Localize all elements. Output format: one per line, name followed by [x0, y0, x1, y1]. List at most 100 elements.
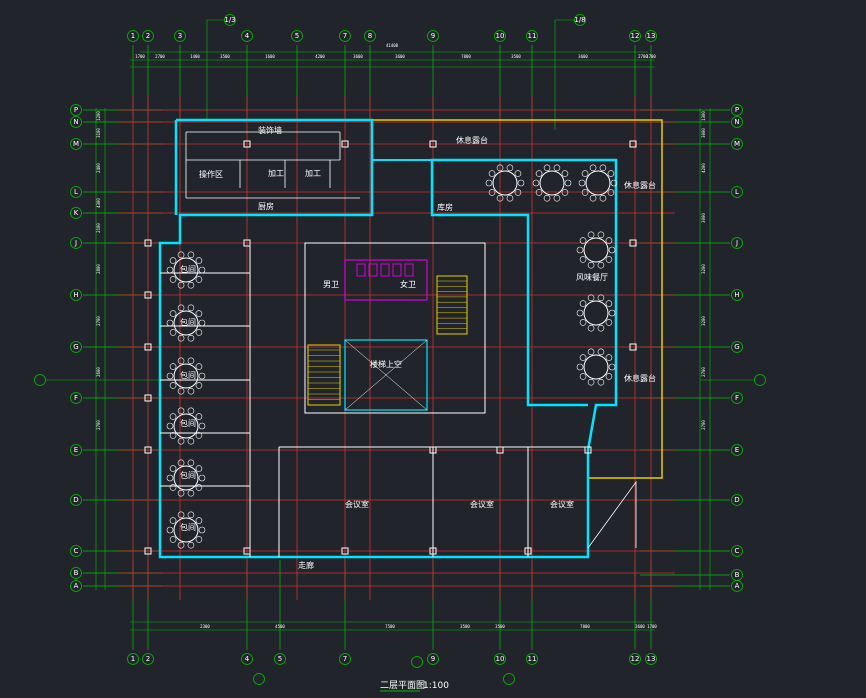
chair-hall-5-3 [587, 378, 595, 386]
chair-private-1-0 [198, 319, 206, 327]
chair-private-4-1 [195, 484, 203, 491]
room-label-female-wc: 女卫 [400, 279, 416, 289]
chair-private-2-6 [169, 363, 177, 370]
chair-private-0-1 [195, 276, 203, 283]
axis-bubble-right-D [731, 494, 743, 506]
axis-bubble-callout-right [754, 374, 766, 386]
round-table-private-3 [173, 413, 199, 439]
axis-bubble-bottom-10-label: 10 [496, 655, 505, 663]
dim-top-12: 1700 [646, 54, 656, 59]
chair-private-3-9 [195, 413, 203, 420]
terrace-edge [372, 119, 663, 479]
chair-hall-0-3 [496, 194, 504, 202]
chair-private-1-3 [177, 334, 185, 342]
chair-private-3-3 [177, 437, 185, 445]
axis-bubble-top-11 [526, 30, 538, 42]
stair-right [436, 275, 468, 335]
chair-hall-4-3 [587, 324, 595, 332]
axis-bubble-right-M [731, 138, 743, 150]
room-label-kitchen: 厨房 [258, 201, 274, 211]
axis-bubble-callout-bottom-c [503, 673, 515, 685]
axis-bubble-right-G-label: G [734, 343, 739, 351]
axis-bubble-callout-a-label: 1/3 [224, 16, 235, 24]
axis-bubble-top-9-label: 9 [431, 32, 435, 40]
room-label-private-room-3: 包间 [180, 370, 196, 380]
axis-bubble-left-J-label: J [74, 239, 77, 247]
structural-column-1 [144, 291, 152, 299]
axis-bubble-top-4-label: 4 [245, 32, 250, 40]
dim-top-4: 1600 [265, 54, 275, 59]
chair-hall-4-8 [597, 294, 605, 302]
chair-private-3-4 [169, 432, 177, 439]
axis-bubble-left-P [70, 104, 82, 116]
building-walls [144, 118, 663, 559]
chair-hall-2-3 [589, 194, 597, 202]
axis-bubble-right-J [731, 237, 743, 249]
room-label-private-room-5: 包间 [180, 470, 196, 480]
axis-bubble-left-L [70, 186, 82, 198]
structural-column-11 [629, 239, 637, 247]
dim-top-5: 4200 [315, 54, 325, 59]
axis-bubble-bottom-5 [274, 653, 286, 665]
chair-hall-5-1 [605, 373, 613, 380]
room-label-male-wc: 男卫 [323, 280, 339, 289]
dim-right-4: 3200 [701, 264, 706, 274]
structural-column-14 [341, 547, 349, 555]
chair-private-0-0 [198, 266, 206, 274]
structural-column-2 [144, 343, 152, 351]
chair-private-4-9 [195, 465, 203, 472]
chair-hall-5-0 [608, 363, 616, 371]
chair-private-5-4 [169, 536, 177, 543]
chair-hall-1-7 [543, 164, 551, 172]
dim-left-4: 2100 [96, 223, 101, 233]
axis-bubble-left-B [70, 567, 82, 579]
structural-column-9 [629, 140, 637, 148]
chair-hall-5-7 [587, 348, 595, 356]
chair-hall-1-4 [535, 189, 543, 196]
axis-bubble-right-A-label: A [735, 582, 740, 590]
axis-bubble-left-G [70, 341, 82, 353]
axis-bubble-right-C-label: C [735, 547, 740, 555]
room-label-rest-platform-right-top: 休息露台 [624, 180, 656, 190]
structural-column-18 [496, 446, 504, 454]
axis-bubble-top-13 [645, 30, 657, 42]
room-label-operation-area: 操作区 [199, 169, 223, 179]
chair-hall-3-1 [605, 256, 613, 263]
dim-bottom-7: 1700 [647, 624, 657, 629]
chair-hall-4-7 [587, 294, 595, 302]
room-label-private-room-4: 包间 [180, 418, 196, 428]
chair-hall-0-2 [506, 194, 514, 202]
dim-right-1: 3000 [701, 128, 706, 138]
axis-bubble-callout-b-label: 1/8 [574, 16, 585, 24]
chair-hall-5-5 [576, 363, 584, 371]
chair-private-2-8 [187, 357, 195, 365]
axis-bubble-bottom-1-label: 1 [131, 655, 135, 663]
axis-bubble-bottom-9 [427, 653, 439, 665]
room-label-store: 库房 [437, 202, 453, 212]
axis-bubble-top-5-label: 5 [295, 32, 299, 40]
axis-bubble-right-N-label: N [734, 118, 739, 126]
axis-bubble-right-C [731, 545, 743, 557]
axis-bubble-top-12-label: 12 [631, 32, 640, 40]
drawing-scale: 1:100 [423, 681, 449, 691]
axis-bubble-callout-left [34, 374, 46, 386]
dim-bottom-6: 3600 [635, 624, 645, 629]
axis-bubble-left-K [70, 207, 82, 219]
chair-hall-2-6 [581, 170, 589, 177]
wc-fixture-4 [404, 263, 414, 277]
axis-bubble-left-M [70, 138, 82, 150]
room-label-rest-platform-top: 休息露台 [456, 135, 488, 145]
wc-fixture-3 [392, 263, 402, 277]
chair-hall-2-2 [599, 194, 607, 202]
axis-bubble-right-F-label: F [735, 394, 739, 402]
chair-private-0-7 [177, 251, 185, 259]
axis-bubble-callout-b [574, 14, 586, 26]
chair-private-3-2 [187, 437, 195, 445]
axis-bubble-bottom-7 [339, 653, 351, 665]
axis-bubble-bottom-1 [127, 653, 139, 665]
round-table-hall-4 [583, 300, 609, 326]
axis-bubble-top-9 [427, 30, 439, 42]
chair-hall-0-0 [517, 179, 525, 187]
chair-private-1-9 [195, 310, 203, 317]
